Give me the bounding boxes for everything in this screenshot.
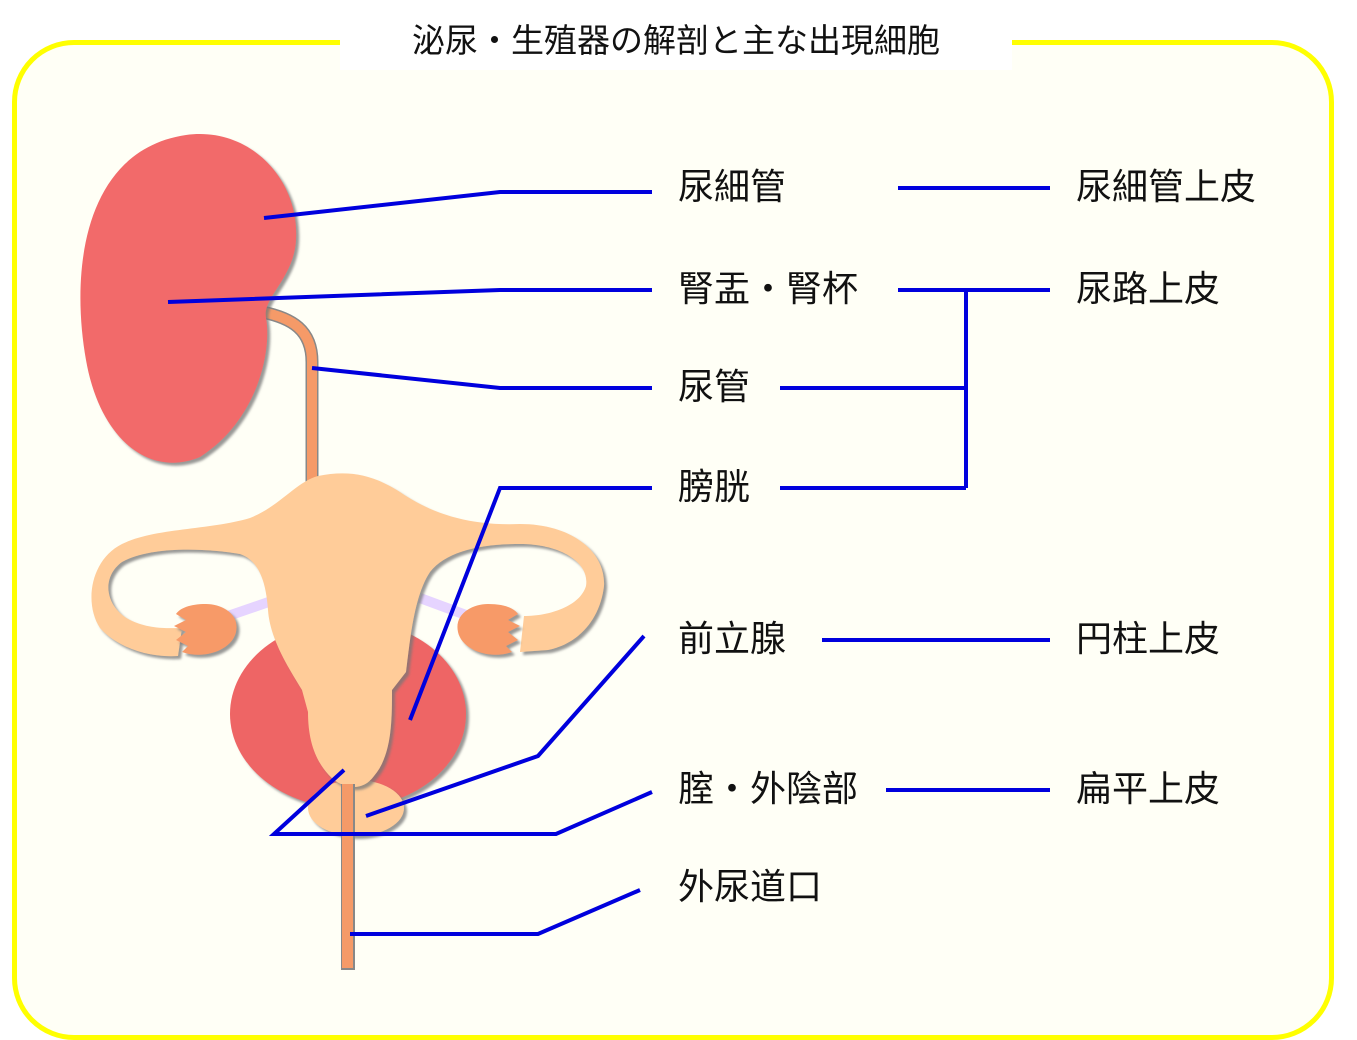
label-urethral-orifice: 外尿道口	[678, 866, 822, 910]
label-urothelium: 尿路上皮	[1076, 268, 1220, 312]
label-prostate: 前立腺	[678, 618, 786, 662]
ureter-shape-fill	[262, 312, 312, 490]
line-renal-tubule	[264, 192, 652, 218]
label-bladder: 膀胱	[678, 466, 750, 510]
label-tubular-epithelium: 尿細管上皮	[1076, 166, 1256, 210]
label-ureter: 尿管	[678, 366, 750, 410]
left-ovary-shape	[174, 604, 237, 655]
label-squamous-epithelium: 扁平上皮	[1076, 768, 1220, 812]
label-columnar-epithelium: 円柱上皮	[1076, 618, 1220, 662]
line-ureter	[312, 368, 652, 388]
label-renal-pelvis-calyx: 腎盂・腎杯	[678, 268, 858, 312]
label-vagina-vulva: 腟・外陰部	[678, 768, 858, 812]
label-renal-tubule: 尿細管	[678, 166, 786, 210]
line-urethral-orifice	[350, 890, 640, 934]
urethra-shape-fill	[342, 784, 353, 968]
right-ovary-shape	[457, 604, 520, 655]
uterus-shape	[91, 473, 604, 787]
